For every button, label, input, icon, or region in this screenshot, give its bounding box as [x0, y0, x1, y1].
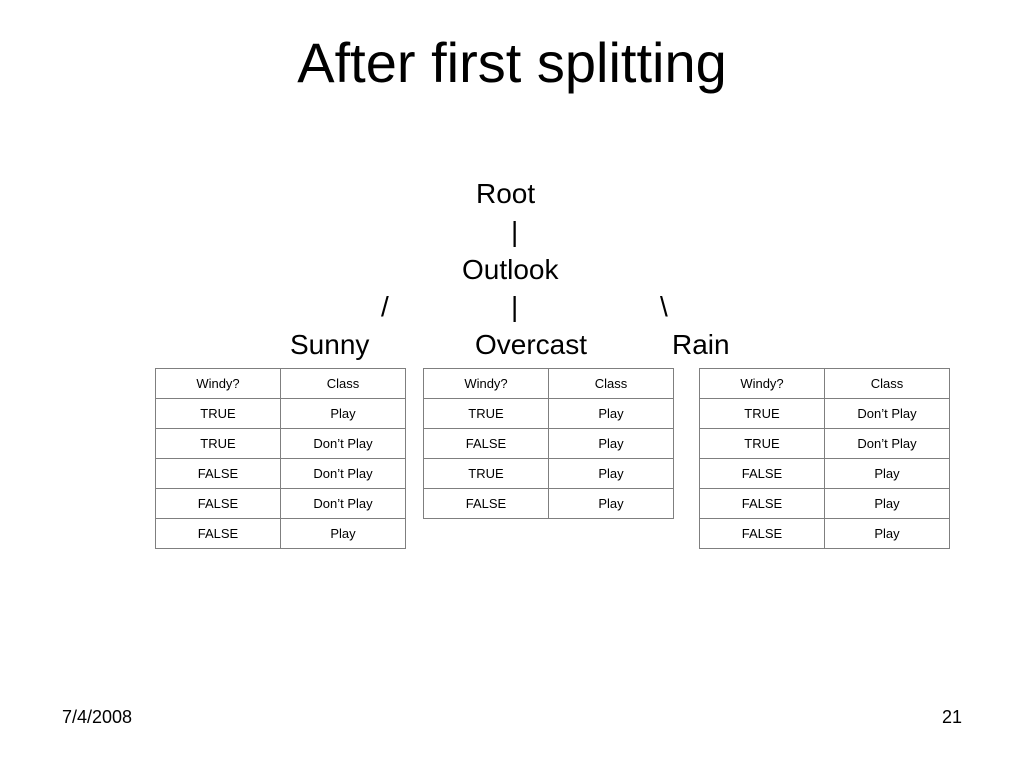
footer-date: 7/4/2008 [62, 707, 133, 727]
table-row: FALSE Don’t Play [155, 458, 406, 489]
table-row: FALSE Play [155, 518, 406, 549]
windy-header-cell: Windy? [699, 368, 825, 399]
class-header-cell: Class [548, 368, 674, 399]
rain-split-table: Windy? Class TRUE Don’t Play TRUE Don’t … [699, 368, 950, 549]
table-row: TRUE Don’t Play [699, 398, 950, 429]
tree-attribute-label: Outlook [462, 254, 559, 285]
class-cell: Play [280, 398, 406, 429]
branch-label-rain: Rain [672, 329, 730, 360]
windy-header-cell: Windy? [423, 368, 549, 399]
table-header-row: Windy? Class [155, 368, 406, 399]
sunny-split-table: Windy? Class TRUE Play TRUE Don’t Play F… [155, 368, 406, 549]
class-cell: Don’t Play [824, 398, 950, 429]
class-cell: Don’t Play [280, 488, 406, 519]
table-row: TRUE Don’t Play [699, 428, 950, 459]
table-row: TRUE Play [423, 398, 674, 429]
branch-label-sunny: Sunny [290, 329, 370, 360]
table-row: TRUE Play [423, 458, 674, 489]
windy-cell: TRUE [699, 398, 825, 429]
table-header-row: Windy? Class [699, 368, 950, 399]
root-connector: | [511, 216, 519, 247]
windy-cell: FALSE [699, 518, 825, 549]
table-header-row: Windy? Class [423, 368, 674, 399]
class-cell: Play [548, 428, 674, 459]
middle-branch-connector: | [511, 291, 519, 322]
table-row: FALSE Play [699, 488, 950, 519]
left-branch-connector: / [381, 291, 389, 322]
class-cell: Don’t Play [280, 458, 406, 489]
windy-cell: FALSE [699, 458, 825, 489]
windy-cell: TRUE [155, 398, 281, 429]
table-row: FALSE Play [423, 488, 674, 519]
windy-cell: FALSE [423, 488, 549, 519]
overcast-split-table: Windy? Class TRUE Play FALSE Play TRUE P… [423, 368, 674, 519]
class-cell: Play [548, 458, 674, 489]
class-header-cell: Class [824, 368, 950, 399]
right-branch-connector: \ [660, 291, 668, 322]
windy-cell: TRUE [155, 428, 281, 459]
windy-header-cell: Windy? [155, 368, 281, 399]
class-cell: Play [548, 398, 674, 429]
windy-cell: TRUE [423, 398, 549, 429]
class-cell: Don’t Play [824, 428, 950, 459]
table-row: FALSE Play [699, 518, 950, 549]
windy-cell: FALSE [155, 458, 281, 489]
table-row: FALSE Don’t Play [155, 488, 406, 519]
table-row: FALSE Play [699, 458, 950, 489]
windy-cell: TRUE [699, 428, 825, 459]
branch-label-overcast: Overcast [475, 329, 588, 360]
table-row: TRUE Don’t Play [155, 428, 406, 459]
windy-cell: FALSE [423, 428, 549, 459]
class-cell: Play [824, 488, 950, 519]
slide-title: After first splitting [297, 31, 727, 94]
tree-root-label: Root [476, 178, 536, 209]
class-header-cell: Class [280, 368, 406, 399]
class-cell: Play [824, 458, 950, 489]
windy-cell: TRUE [423, 458, 549, 489]
class-cell: Play [280, 518, 406, 549]
class-cell: Don’t Play [280, 428, 406, 459]
class-cell: Play [548, 488, 674, 519]
windy-cell: FALSE [699, 488, 825, 519]
slide-page-number: 21 [941, 707, 962, 727]
class-cell: Play [824, 518, 950, 549]
table-row: FALSE Play [423, 428, 674, 459]
windy-cell: FALSE [155, 518, 281, 549]
table-row: TRUE Play [155, 398, 406, 429]
windy-cell: FALSE [155, 488, 281, 519]
